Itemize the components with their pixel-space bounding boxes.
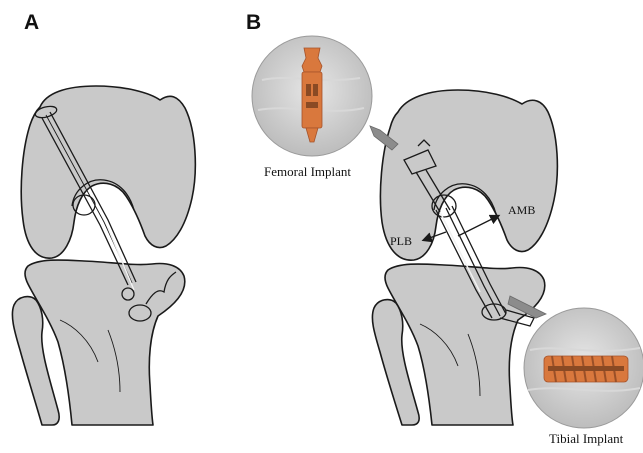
amb-arrow <box>458 216 498 236</box>
panel-b-letter: B <box>246 11 261 34</box>
femoral-implant-label: Femoral Implant <box>264 164 351 179</box>
tibial-implant-label: Tibial Implant <box>549 431 624 446</box>
femoral-implant-photo: Femoral Implant <box>252 36 372 179</box>
plb-label: PLB <box>390 234 412 248</box>
panel-a: A <box>12 11 195 425</box>
tibial-implant-photo: Tibial Implant <box>524 308 643 446</box>
amb-label: AMB <box>508 203 535 217</box>
tibial-implant-image <box>544 356 628 382</box>
panel-a-letter: A <box>24 11 39 34</box>
femoral-implant-image <box>302 48 322 142</box>
